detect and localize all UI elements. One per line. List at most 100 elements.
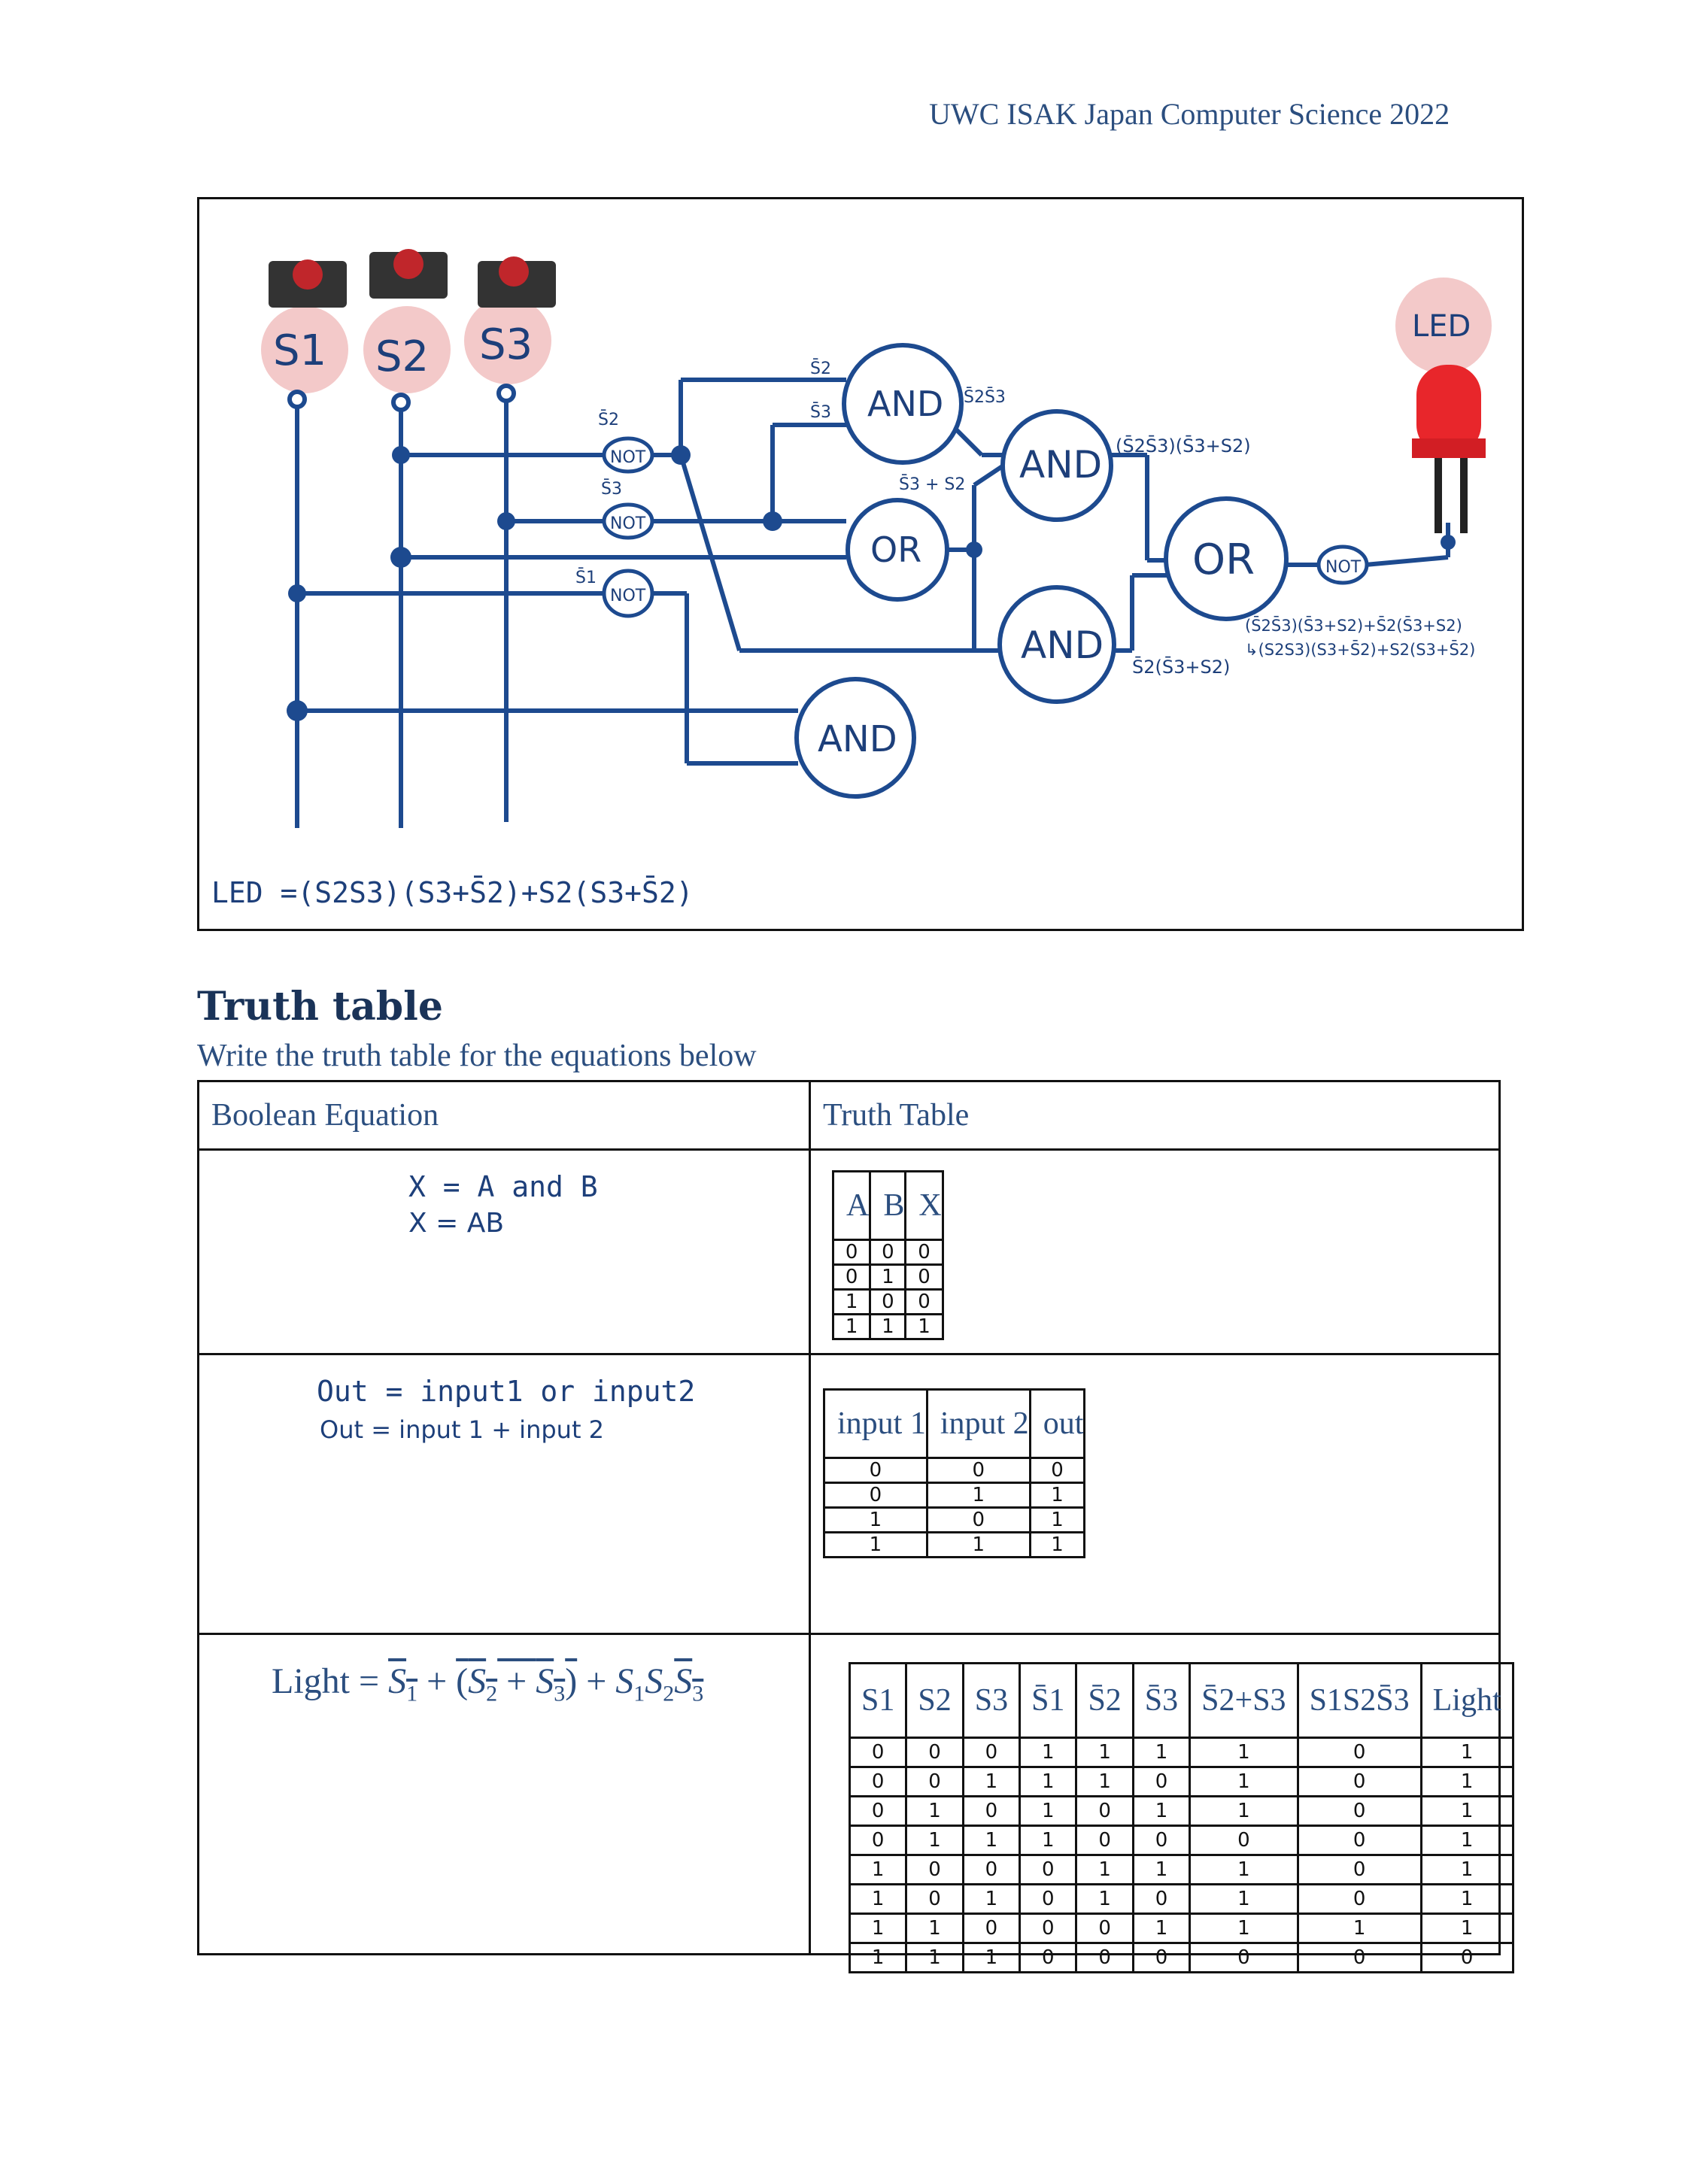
equation-cell-1: X = A and B X = AB: [197, 1148, 811, 1355]
tt2-cell: 1: [1028, 1482, 1086, 1509]
tt3-cell: 1: [1019, 1825, 1078, 1856]
tt1-cell: 1: [869, 1263, 907, 1291]
tt3-cell: 0: [1019, 1854, 1078, 1885]
tt3-cell: 0: [1296, 1825, 1422, 1856]
switch-label-s1: S1: [273, 326, 326, 375]
tt2-header-input1: input 1: [823, 1388, 928, 1459]
tt3-cell: 0: [961, 1795, 1022, 1827]
tt2-cell: 0: [823, 1457, 928, 1484]
tt3-cell: 0: [1296, 1766, 1422, 1797]
junction-dots: [287, 445, 1456, 721]
tt3-cell: 0: [1189, 1942, 1299, 1973]
tt3-cell: 1: [961, 1766, 1022, 1797]
tt3-cell: 1: [1419, 1737, 1514, 1768]
tt3-cell: 1: [848, 1854, 908, 1885]
tt1-header-x: X: [904, 1170, 944, 1241]
tt3-cell: 0: [1131, 1825, 1192, 1856]
equation-1-code: X = A and B: [408, 1170, 598, 1203]
tt3-cell: 0: [848, 1766, 908, 1797]
tt1-cell: 0: [869, 1239, 907, 1266]
tt3-cell: 1: [1419, 1795, 1514, 1827]
tt3-cell: 0: [905, 1854, 964, 1885]
truth-table-subtitle: Write the truth table for the equations …: [197, 1039, 757, 1073]
tt3-cell: 1: [1131, 1913, 1192, 1944]
tt3-cell: 0: [1019, 1883, 1078, 1915]
tt3-cell: 0: [905, 1766, 964, 1797]
tt3-cell: 0: [1419, 1942, 1514, 1973]
tt3-cell: 1: [961, 1825, 1022, 1856]
tt3-cell: 1: [848, 1883, 908, 1915]
or1-output-annotation: S̄3 + S2: [899, 475, 965, 494]
or2-output-annotation-1: (S̄2S̄3)(S̄3+S2)+S̄2(S̄3+S2): [1245, 616, 1462, 635]
not2-input-annotation: S̄3: [601, 479, 622, 499]
not-gate-4-label: NOT: [1325, 558, 1362, 577]
tt1-cell: 1: [869, 1313, 907, 1340]
tt3-cell: 1: [1019, 1766, 1078, 1797]
tt2-header-input2: input 2: [925, 1388, 1031, 1459]
tt3-cell: 0: [848, 1737, 908, 1768]
tt2-cell: 1: [823, 1506, 928, 1533]
tt2-cell: 0: [925, 1457, 1031, 1484]
not-gates: [602, 436, 1369, 618]
tt3-cell: 1: [1075, 1883, 1134, 1915]
tt2-cell: 0: [925, 1506, 1031, 1533]
not-gate-2-label: NOT: [610, 514, 646, 533]
tt3-cell: 1: [848, 1913, 908, 1944]
switch-s2: [363, 249, 451, 393]
circuit-diagram: S1 S2 S3: [261, 249, 1492, 828]
page-header: UWC ISAK Japan Computer Science 2022: [929, 97, 1450, 131]
and1-output-annotation: S̄2S̄3: [964, 387, 1006, 407]
tt3-cell: 1: [961, 1942, 1022, 1973]
led-component: [1395, 278, 1492, 533]
tt3-cell: 1: [1075, 1854, 1134, 1885]
equation-3-label: Light =: [272, 1661, 380, 1701]
tt3-cell: 0: [961, 1913, 1022, 1944]
tt3-cell: 0: [1131, 1766, 1192, 1797]
tt3-cell: 1: [1189, 1883, 1299, 1915]
tt3-cell: 1: [1189, 1854, 1299, 1885]
col-header-truth-table: Truth Table: [809, 1080, 1501, 1151]
tt2-cell: 1: [925, 1531, 1031, 1558]
tt3-header: S̄2: [1075, 1662, 1134, 1739]
equation-1-hand: X = AB: [408, 1208, 505, 1239]
tt3-cell: 0: [1075, 1942, 1134, 1973]
tt2-header-out: out: [1028, 1388, 1086, 1459]
tt3-cell: 0: [905, 1737, 964, 1768]
tt1-header-a: A: [831, 1170, 872, 1241]
tt2-cell: 1: [1028, 1531, 1086, 1558]
tt3-header: S̄3: [1131, 1662, 1192, 1739]
tt3-cell: 1: [905, 1795, 964, 1827]
led-equation: LED =(S2S3)(S3+S̄2)+S2(S3+S̄2): [211, 876, 694, 909]
tt3-cell: 1: [905, 1913, 964, 1944]
equation-2-code: Out = input1 or input2: [317, 1375, 696, 1408]
tt1-cell: 0: [831, 1263, 872, 1291]
tt1-cell: 1: [904, 1313, 944, 1340]
tt1-cell: 1: [831, 1288, 872, 1315]
tt3-cell: 0: [848, 1795, 908, 1827]
tt3-cell: 1: [1131, 1854, 1192, 1885]
switch-label-s2: S2: [375, 332, 429, 381]
equation-2-hand: Out = input 1 + input 2: [320, 1415, 605, 1444]
tt3-header: S2: [905, 1662, 964, 1739]
or2-output-annotation-2: ↳(S2S3)(S3+S̄2)+S2(S3+S̄2): [1245, 640, 1475, 659]
tt3-cell: 1: [905, 1942, 964, 1973]
tt1-cell: 0: [904, 1239, 944, 1266]
tt3-cell: 1: [1419, 1825, 1514, 1856]
or-gate-2-label: OR: [1192, 535, 1255, 584]
truth-table-title: Truth table: [197, 984, 443, 1030]
not3-input-annotation: S̄1: [575, 568, 597, 587]
tt3-cell: 0: [1189, 1825, 1299, 1856]
tt3-cell: 1: [1019, 1795, 1078, 1827]
tt2-cell: 1: [823, 1531, 928, 1558]
tt1-cell: 0: [904, 1288, 944, 1315]
tt2-cell: 1: [925, 1482, 1031, 1509]
and-gate-3-label: AND: [1021, 623, 1104, 667]
switch-label-s3: S3: [479, 320, 533, 369]
